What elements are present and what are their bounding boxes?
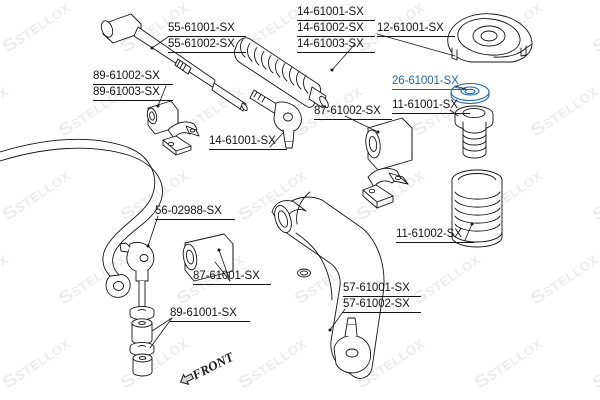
stabilizer-bushing-part <box>146 100 179 135</box>
front-arrow-icon <box>180 373 195 386</box>
leader-dots <box>146 46 474 332</box>
part-label-14-61002[interactable]: 14-61002-SX <box>297 22 375 37</box>
leader-lines <box>147 33 473 349</box>
part-label-57-61002[interactable]: 57-61002-SX <box>343 298 421 313</box>
part-label-56-02988[interactable]: 56-02988-SX <box>155 205 235 220</box>
part-label-55-61001[interactable]: 55-61001-SX <box>168 22 246 37</box>
steering-rack-boot-part <box>234 37 329 109</box>
part-label-12-61001[interactable]: 12-61001-SX <box>377 22 455 37</box>
part-label-14-61003[interactable]: 14-61003-SX <box>297 38 375 53</box>
part-label-87-61002[interactable]: 87-61002-SX <box>314 105 392 120</box>
stabilizer-bar-part <box>0 139 163 298</box>
part-label-14-61001-top[interactable]: 14-61001-SX <box>297 6 375 21</box>
part-label-14-61001-mid[interactable]: 14-61001-SX <box>209 135 287 150</box>
part-label-89-61001[interactable]: 89-61001-SX <box>170 307 250 322</box>
bump-stop-part <box>454 105 494 159</box>
outer-tie-rod-end-part <box>249 89 302 149</box>
dust-boot-part <box>451 169 503 248</box>
part-label-57-61001[interactable]: 57-61001-SX <box>343 282 421 297</box>
part-label-11-61002[interactable]: 11-61002-SX <box>396 228 474 243</box>
part-label-11-61001[interactable]: 11-61001-SX <box>392 99 470 114</box>
front-direction-marker: FRONT <box>176 349 236 390</box>
strut-mount-part <box>447 13 533 63</box>
part-label-87-61001[interactable]: 87-61001-SX <box>193 270 271 285</box>
part-label-26-61001[interactable]: 26-61001-SX <box>392 75 468 90</box>
upper-arm-bush-part <box>365 117 413 171</box>
lower-control-arm-part <box>271 191 385 379</box>
part-label-89-61003[interactable]: 89-61003-SX <box>93 86 173 101</box>
stabilizer-link-part <box>119 242 155 377</box>
inner-tie-rod-part <box>100 13 248 112</box>
arm-bracket-part <box>362 167 409 209</box>
stabilizer-bracket-part <box>162 121 200 156</box>
part-label-89-61002[interactable]: 89-61002-SX <box>93 70 173 85</box>
part-label-55-61002[interactable]: 55-61002-SX <box>168 38 246 53</box>
